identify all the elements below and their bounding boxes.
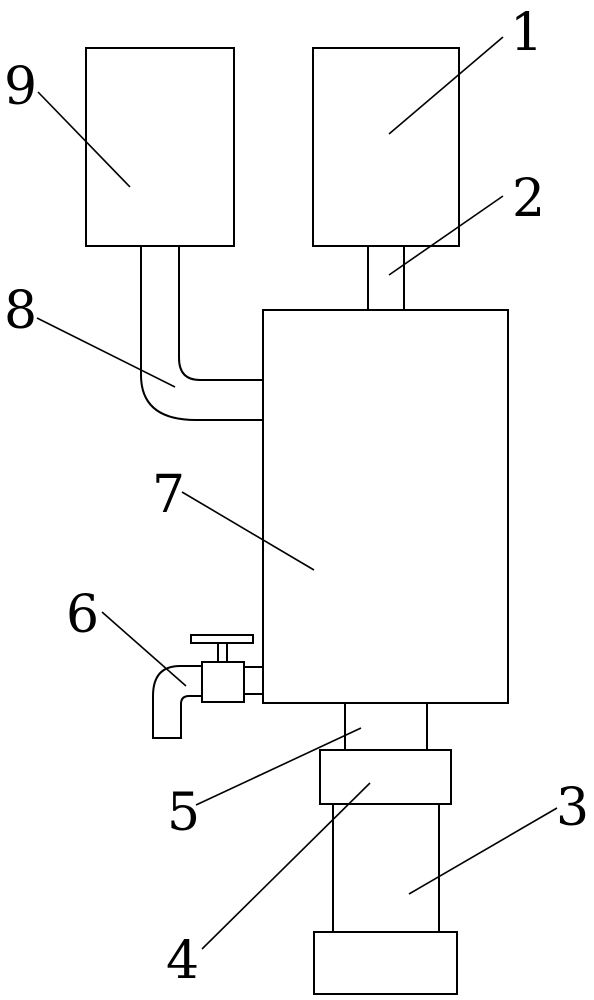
leader-9 [37, 91, 131, 188]
leader-1 [388, 36, 504, 135]
faucet-valve-body [201, 661, 245, 703]
faucet-handle [190, 634, 254, 644]
label-1: 1 [510, 3, 543, 63]
part-5-neck [344, 703, 428, 750]
part-2-connector-pipe [367, 246, 405, 310]
faucet-inlet [243, 666, 264, 695]
leader-6 [101, 611, 187, 687]
part-3-column [332, 803, 440, 933]
part-9-box [85, 47, 235, 247]
part-8-bent-pipe [140, 246, 263, 421]
leader-7 [181, 491, 315, 571]
part-6-faucet [152, 634, 264, 739]
leader-8 [36, 317, 176, 388]
part-4-coupling [319, 749, 452, 805]
label-6: 6 [66, 585, 99, 645]
leader-2 [388, 195, 504, 276]
label-8: 8 [4, 281, 37, 341]
leader-5 [195, 727, 362, 806]
faucet-stem [217, 642, 228, 663]
label-5: 5 [167, 783, 200, 843]
label-3: 3 [556, 778, 589, 838]
label-9: 9 [4, 57, 37, 117]
part-1-box [312, 47, 460, 247]
base-block [313, 931, 458, 995]
faucet-spout [152, 665, 203, 739]
label-2: 2 [512, 169, 545, 229]
leader-3 [408, 807, 558, 895]
leader-4 [201, 782, 371, 950]
label-4: 4 [166, 931, 199, 991]
part-7-tank [262, 309, 509, 704]
label-7: 7 [152, 465, 185, 525]
